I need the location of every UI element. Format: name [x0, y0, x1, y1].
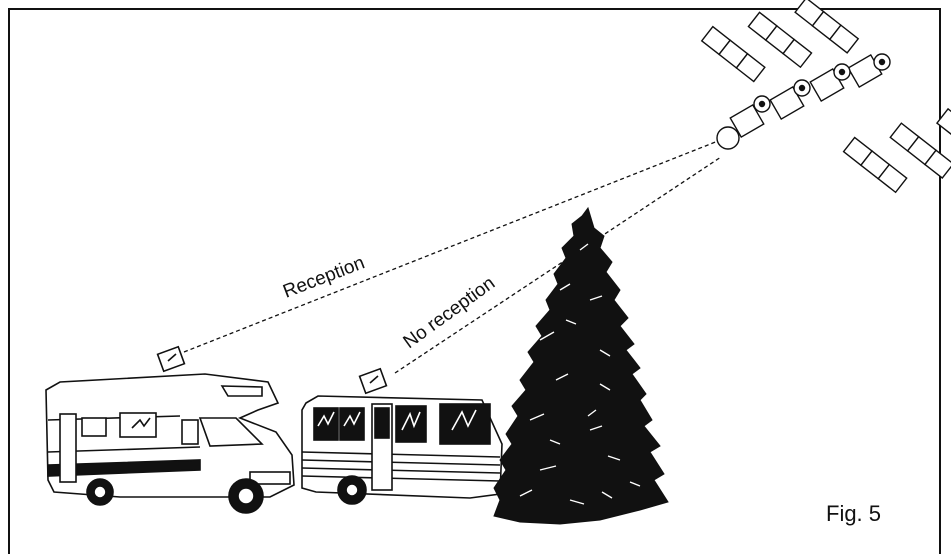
- van-satellite-dish: [360, 369, 387, 393]
- motorhome-door: [60, 414, 76, 482]
- motorhome-satellite-dish: [158, 347, 185, 371]
- tree-silhouette: [494, 208, 668, 524]
- reception-label: Reception: [280, 252, 367, 302]
- motorhome-icon: [46, 347, 294, 513]
- satellite-dish: [717, 127, 739, 149]
- no-reception-label: No reception: [400, 273, 500, 353]
- figure-caption: Fig. 5: [826, 501, 881, 526]
- motorhome-window-1: [82, 418, 106, 436]
- motorhome-cab-window: [182, 420, 198, 444]
- tree-icon: [494, 208, 668, 524]
- motorhome-window-2: [120, 413, 156, 437]
- van-window-3: [396, 406, 426, 442]
- satellite-icon: [702, 0, 951, 227]
- van-windshield: [440, 404, 490, 444]
- van-icon: [302, 369, 502, 504]
